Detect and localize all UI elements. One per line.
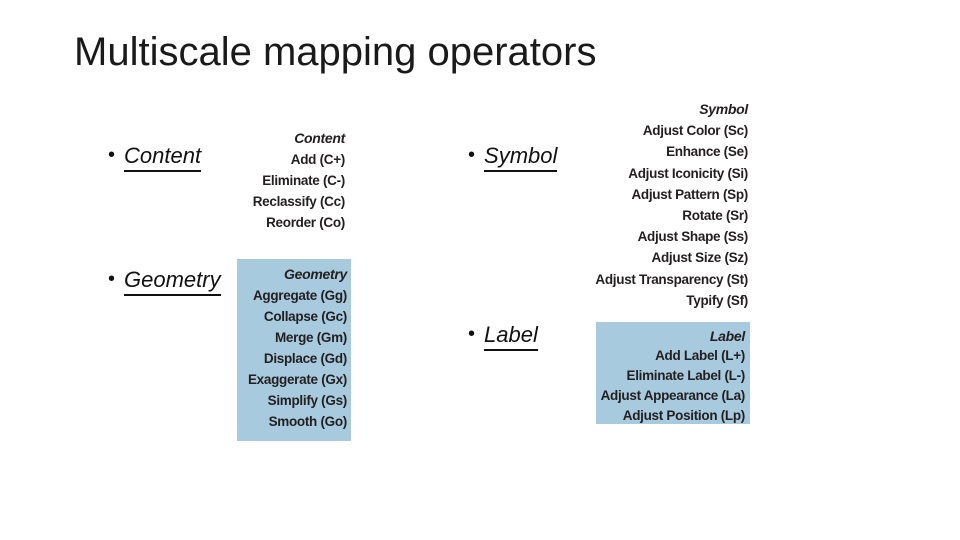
list-item: Aggregate (Gg) — [252, 288, 347, 303]
list-item: Add (C+) — [290, 152, 346, 167]
list-item: Rotate (Sr) — [682, 208, 748, 224]
list-item: Simplify (Gs) — [267, 393, 348, 408]
operator-list-content: Content Add (C+) Eliminate (C-) Reclassi… — [145, 128, 346, 233]
bullet-marker-icon: • — [468, 323, 476, 345]
list-item: Displace (Gd) — [263, 351, 347, 366]
list-item: Reclassify (Cc) — [252, 194, 346, 209]
list-item: Adjust Size (Sz) — [651, 250, 749, 266]
bullet-marker-icon: • — [108, 268, 116, 290]
operator-box-geometry: Geometry Aggregate (Gg) Collapse (Gc) Me… — [237, 259, 351, 441]
bullet-item-label: • Label — [468, 322, 538, 351]
list-item: Collapse (Gc) — [263, 309, 347, 324]
list-item: Eliminate Label (L-) — [626, 368, 745, 383]
bullet-label-label: Label — [484, 322, 538, 351]
list-item: Exaggerate (Gx) — [247, 372, 347, 387]
bullet-marker-icon: • — [108, 144, 116, 166]
list-item: Enhance (Se) — [666, 144, 748, 160]
bullet-label-content: Content — [124, 143, 202, 172]
bullet-item-symbol: • Symbol — [468, 143, 558, 172]
list-item: Eliminate (C-) — [262, 173, 345, 188]
list-item: Adjust Transparency (St) — [595, 271, 748, 287]
list-item: Reorder (Co) — [266, 215, 345, 230]
list-header-geometry: Geometry — [284, 266, 347, 282]
bullet-marker-icon: • — [468, 144, 476, 166]
list-header-label: Label — [709, 328, 745, 344]
list-item: Merge (Gm) — [274, 330, 347, 345]
list-header-symbol: Symbol — [699, 101, 748, 117]
list-item: Adjust Appearance (La) — [600, 388, 746, 403]
list-header-content: Content — [294, 130, 345, 146]
list-item: Add Label (L+) — [655, 348, 745, 363]
list-item: Adjust Iconicity (Si) — [628, 165, 748, 181]
bullet-label-geometry: Geometry — [124, 267, 221, 296]
bullet-item-content: • Content — [108, 143, 202, 172]
slide-title: Multiscale mapping operators — [74, 30, 597, 74]
list-item: Smooth (Go) — [268, 414, 348, 429]
list-item: Adjust Position (Lp) — [622, 408, 746, 423]
list-item: Adjust Shape (Ss) — [637, 229, 749, 245]
list-item: Typify (Sf) — [686, 292, 748, 308]
list-item: Adjust Color (Sc) — [642, 123, 748, 139]
operator-box-label: Label Add Label (L+) Eliminate Label (L-… — [596, 322, 750, 424]
list-item: Adjust Pattern (Sp) — [631, 186, 748, 202]
bullet-label-symbol: Symbol — [484, 143, 558, 172]
operator-list-symbol: Symbol Adjust Color (Sc) Enhance (Se) Ad… — [448, 99, 748, 311]
bullet-item-geometry: • Geometry — [108, 267, 221, 296]
